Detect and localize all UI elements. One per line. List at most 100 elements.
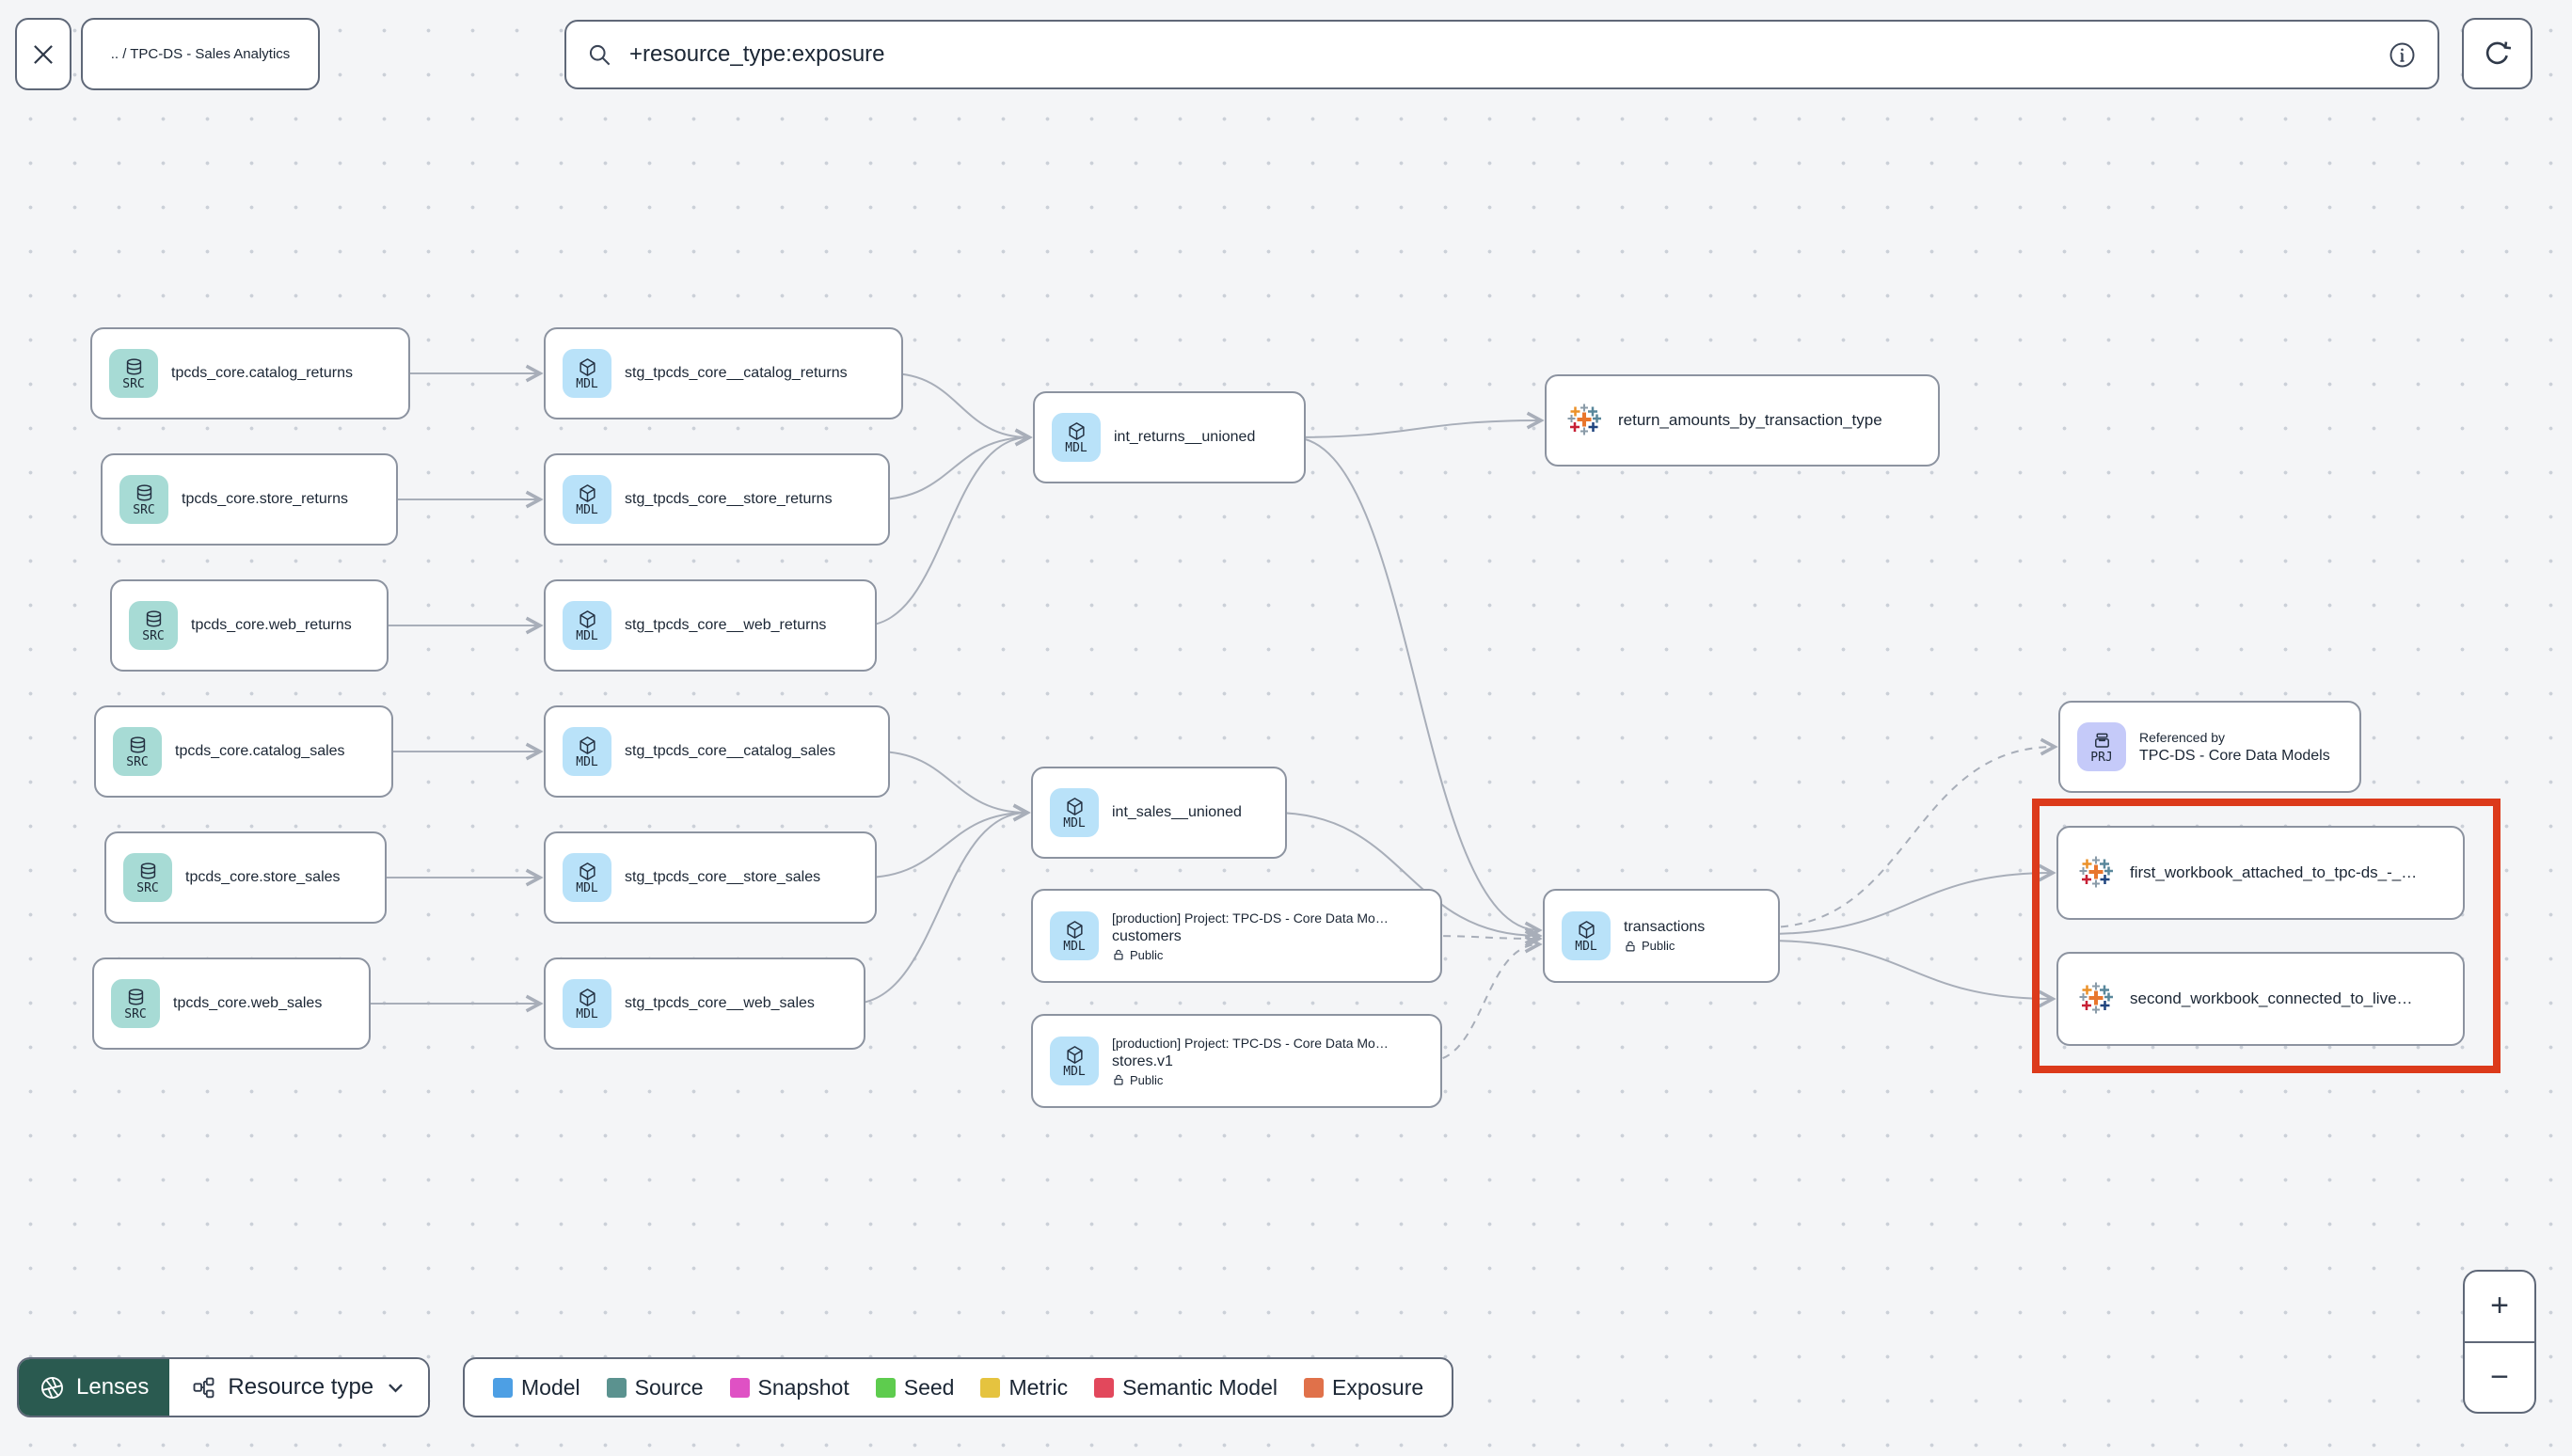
cube-icon (1067, 421, 1087, 441)
zoom-controls: + − (2463, 1270, 2536, 1414)
refresh-icon (2482, 39, 2513, 70)
legend-label: Semantic Model (1122, 1374, 1278, 1400)
lenses-button[interactable]: Lenses (19, 1359, 170, 1416)
aperture-icon (40, 1375, 65, 1401)
highlight-rectangle (2032, 799, 2501, 1073)
database-icon (144, 609, 164, 629)
database-icon (124, 357, 144, 377)
node-title: transactions (1624, 919, 1706, 935)
info-icon[interactable] (2388, 40, 2417, 70)
graph-node-wb2[interactable]: second_workbook_connected_to_live… (2056, 952, 2465, 1046)
legend-swatch (1304, 1377, 1324, 1398)
legend-label: Seed (903, 1374, 955, 1400)
access-label: Public (1130, 1072, 1164, 1087)
zoom-in-button[interactable]: + (2490, 1288, 2509, 1324)
search-bar[interactable] (564, 20, 2439, 89)
graph-node-src2[interactable]: SRC tpcds_core.store_returns (101, 453, 398, 546)
resource-badge: PRJ (2077, 722, 2126, 771)
legend-item: Seed (875, 1374, 955, 1401)
resource-badge: SRC (123, 853, 172, 902)
access-row: Public (1624, 939, 1705, 953)
graph-node-stg6[interactable]: MDL stg_tpcds_core__web_sales (544, 957, 865, 1050)
graph-node-src6[interactable]: SRC tpcds_core.web_sales (92, 957, 371, 1050)
node-title: tpcds_core.store_returns (182, 491, 348, 507)
legend-swatch (875, 1377, 896, 1398)
database-icon (126, 988, 146, 1007)
legend-swatch (493, 1377, 513, 1398)
node-title: tpcds_core.web_returns (191, 617, 352, 633)
cube-icon (578, 357, 597, 377)
graph-node-stores[interactable]: MDL[production] Project: TPC-DS - Core D… (1031, 1014, 1442, 1108)
cube-icon (1065, 1045, 1085, 1065)
resource-badge: MDL (563, 601, 611, 650)
badge-label: MDL (576, 1006, 598, 1021)
graph-node-wb1[interactable]: first_workbook_attached_to_tpc-ds_-_… (2056, 826, 2465, 920)
lenses-label: Lenses (76, 1374, 150, 1400)
resource-badge: MDL (1562, 911, 1611, 960)
breadcrumb[interactable]: .. / TPC-DS - Sales Analytics (81, 18, 320, 90)
close-icon (31, 42, 56, 67)
lock-open-icon (1624, 940, 1637, 953)
node-title: tpcds_core.catalog_returns (171, 365, 353, 381)
graph-node-stg2[interactable]: MDL stg_tpcds_core__store_returns (544, 453, 890, 546)
breadcrumb-label: .. / TPC-DS - Sales Analytics (110, 46, 291, 62)
lock-open-icon (1112, 1073, 1125, 1086)
edge-stg6-int_sales (851, 813, 1027, 1005)
resource-type-label: Resource type (228, 1374, 374, 1400)
refresh-button[interactable] (2462, 18, 2532, 89)
badge-label: PRJ (2090, 750, 2113, 765)
legend-swatch (980, 1377, 1001, 1398)
node-title: int_returns__unioned (1114, 429, 1256, 445)
node-title: tpcds_core.web_sales (173, 995, 323, 1011)
node-title: customers (1112, 927, 1182, 944)
badge-label: MDL (576, 502, 598, 517)
edge-int_returns-ret_amounts (1292, 420, 1541, 438)
graph-node-stg5[interactable]: MDL stg_tpcds_core__store_sales (544, 831, 877, 924)
node-title: TPC-DS - Core Data Models (2139, 747, 2330, 764)
node-title: stg_tpcds_core__store_returns (625, 491, 833, 507)
node-title: stg_tpcds_core__web_sales (625, 995, 815, 1011)
chevron-down-icon (386, 1378, 405, 1398)
edge-stg4-int_sales (876, 751, 1027, 813)
resource-badge: MDL (563, 349, 611, 398)
node-title: stores.v1 (1112, 1052, 1173, 1069)
resource-badge: SRC (111, 979, 160, 1028)
search-input[interactable] (627, 40, 2373, 69)
resource-type-dropdown[interactable]: Resource type (169, 1359, 429, 1416)
resource-badge: SRC (119, 475, 168, 524)
edge-transactions-wb2 (1766, 940, 2053, 999)
legend-label: Metric (1008, 1374, 1069, 1400)
close-button[interactable] (15, 18, 71, 90)
tableau-icon (2075, 978, 2117, 1020)
node-title: stg_tpcds_core__store_sales (625, 869, 821, 885)
cube-icon (578, 609, 597, 629)
resource-badge: MDL (563, 853, 611, 902)
cube-icon (578, 736, 597, 755)
edge-int_sales-transactions (1273, 812, 1539, 936)
resource-badge: MDL (1050, 788, 1099, 837)
legend-swatch (1094, 1377, 1115, 1398)
cube-icon (578, 988, 597, 1007)
resource-badge: MDL (563, 979, 611, 1028)
badge-label: SRC (133, 502, 155, 517)
graph-node-ret_amounts[interactable]: return_amounts_by_transaction_type (1545, 374, 1940, 467)
access-label: Public (1130, 947, 1164, 962)
graph-node-customers[interactable]: MDL[production] Project: TPC-DS - Core D… (1031, 889, 1442, 983)
database-icon (135, 483, 154, 503)
resource-badge: MDL (563, 727, 611, 776)
project-icon (2092, 731, 2112, 751)
zoom-out-button[interactable]: − (2465, 1340, 2534, 1413)
legend-item: Metric (980, 1375, 1068, 1401)
